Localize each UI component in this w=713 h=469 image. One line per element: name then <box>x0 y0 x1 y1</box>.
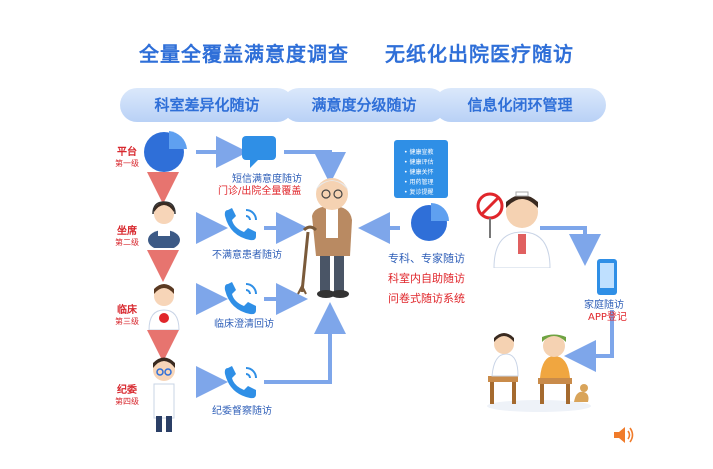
title-right: 无纸化出院医疗随访 <box>384 42 574 66</box>
tablet-item: 复诊提醒 <box>404 188 448 198</box>
page-title: 全量全覆盖满意度调查 无纸化出院医疗随访 <box>0 38 713 67</box>
pill-department: 科室差异化随访 <box>120 88 294 122</box>
self-service-label: 科室内自助随访 <box>388 272 465 285</box>
level-platform: 平台第一级 <box>115 147 139 168</box>
phone-icon <box>224 366 257 399</box>
title-left: 全量全覆盖满意度调查 <box>139 42 350 66</box>
elderly-patient-icon <box>297 178 352 298</box>
phone-icon <box>224 208 257 241</box>
sms-coverage-label: 门诊/出院全量覆盖 <box>218 186 302 197</box>
tablet-item: 健康宣教 <box>404 148 448 158</box>
app-register-label: APP登记 <box>588 312 627 323</box>
pie-chart-icon <box>411 203 449 241</box>
tablet-item: 用药管理 <box>404 178 448 188</box>
level-seat: 坐席第二级 <box>115 226 139 247</box>
pill-information: 信息化闭环管理 <box>434 88 606 122</box>
mobile-phone-icon <box>597 259 617 295</box>
pill-satisfaction: 满意度分级随访 <box>282 88 446 122</box>
sms-bubble-icon <box>242 136 276 168</box>
level-clinical: 临床第三级 <box>115 305 139 326</box>
clinical-doctor-icon <box>148 284 180 330</box>
tablet-item: 健康评估 <box>404 158 448 168</box>
level-discipline: 纪委第四级 <box>115 385 139 406</box>
tablet-menu: 健康宣教 健康评估 健康关怀 用药管理 复诊提醒 <box>394 140 448 198</box>
questionnaire-label: 问卷式随访系统 <box>388 292 465 305</box>
discipline-label: 纪委督察随访 <box>212 406 272 417</box>
speaker-icon[interactable] <box>612 424 636 446</box>
call-agent-icon <box>148 201 180 248</box>
discipline-officer-icon <box>153 357 175 432</box>
family-visit-label: 家庭随访 <box>584 300 624 311</box>
clinical-label: 临床澄清回访 <box>214 319 274 330</box>
unsatisfied-label: 不满意患者随访 <box>212 250 282 261</box>
home-visit-scene-icon <box>487 333 591 412</box>
specialist-label: 专科、专家随访 <box>388 252 465 265</box>
doctor-icon <box>476 191 551 268</box>
phone-icon <box>224 282 257 315</box>
tablet-item: 健康关怀 <box>404 168 448 178</box>
sms-label: 短信满意度随访 <box>232 174 302 185</box>
pie-chart-icon <box>144 131 187 172</box>
